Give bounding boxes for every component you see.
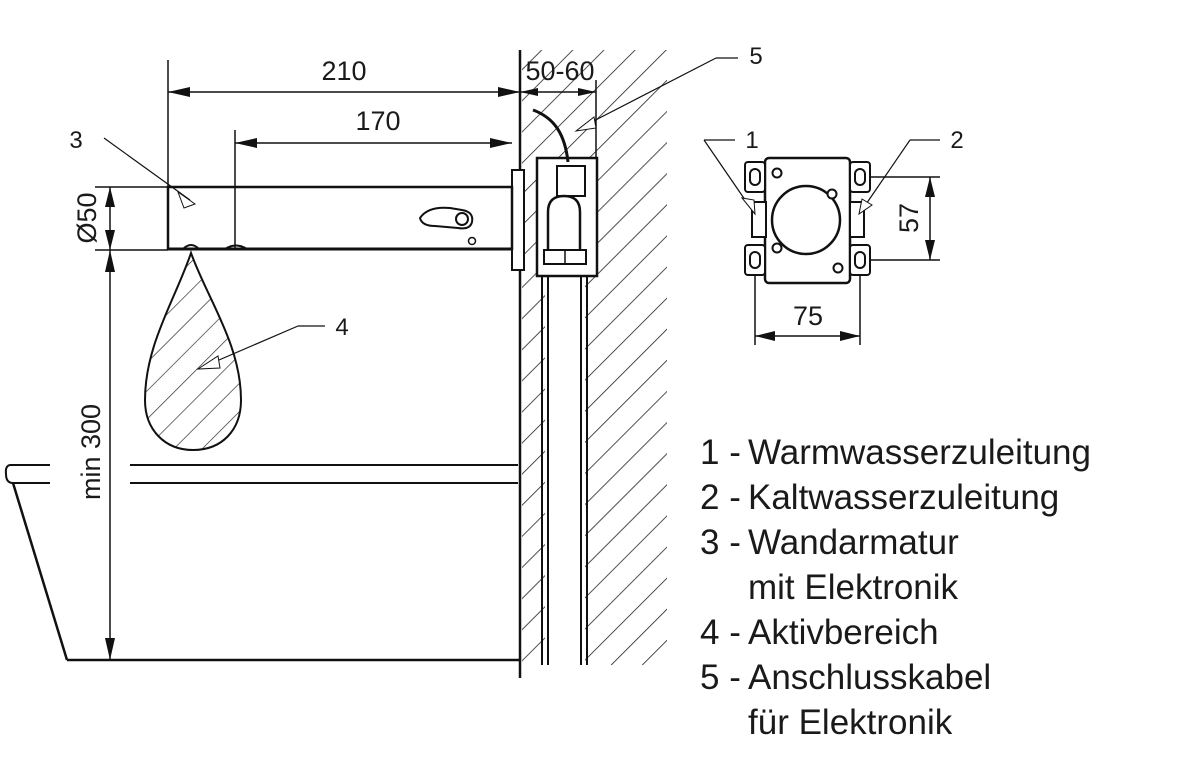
dimension-170: 170 <box>234 106 512 250</box>
dimension-57: 57 <box>870 176 940 261</box>
legend-text: Aktivbereich <box>748 613 939 652</box>
legend-number: 3 - <box>700 523 741 562</box>
legend-item-3: 3 - Wandarmatur mit Elektronik <box>700 520 1170 610</box>
dimension-170-label: 170 <box>355 106 400 136</box>
legend-number: 2 - <box>700 478 741 517</box>
wall-faucet <box>166 185 514 251</box>
callout-3-label: 3 <box>69 127 82 154</box>
callout-1-label: 1 <box>745 127 758 154</box>
mounting-box-top-view <box>744 156 871 285</box>
legend-text: mit Elektronik <box>748 568 959 607</box>
dimension-wall-gap-label: 50-60 <box>525 56 594 86</box>
callout-3: 3 <box>69 127 197 209</box>
dimension-diameter-label: Ø50 <box>72 192 102 243</box>
wall-connection-box <box>511 156 599 278</box>
callout-5-label: 5 <box>749 43 762 70</box>
legend-item-5: 5 - Anschlusskabel für Elektronik <box>700 655 1170 745</box>
wash-basin <box>4 464 520 662</box>
dimension-min-height-label: min 300 <box>76 404 106 500</box>
callout-4: 4 <box>196 314 349 370</box>
legend-text: für Elektronik <box>748 703 953 742</box>
legend-number: 1 - <box>700 433 741 472</box>
dimension-75-label: 75 <box>793 301 823 331</box>
connection-cable <box>532 108 570 163</box>
callout-4-label: 4 <box>335 314 348 341</box>
legend-text: Wandarmatur <box>748 523 959 562</box>
callout-5: 5 <box>574 43 763 132</box>
legend-number: 5 - <box>700 658 741 697</box>
legend-number: 4 - <box>700 613 741 652</box>
callout-2-label: 2 <box>950 127 963 154</box>
dimension-210-label: 210 <box>321 56 366 86</box>
dimension-min-height: min 300 <box>76 250 115 660</box>
callout-1: 1 <box>703 127 759 216</box>
dimension-wall-gap: 50-60 <box>520 56 597 158</box>
active-area <box>143 249 243 452</box>
dimension-57-label: 57 <box>894 203 924 233</box>
wall <box>518 50 667 678</box>
legend-text: Kaltwasserzuleitung <box>748 478 1060 517</box>
dimension-diameter: Ø50 <box>72 186 168 251</box>
legend-item-1: 1 - Warmwasserzuleitung <box>700 430 1170 475</box>
dimension-75: 75 <box>754 275 861 345</box>
legend-item-4: 4 - Aktivbereich <box>700 610 1170 655</box>
legend-text: Anschlusskabel <box>748 658 992 697</box>
legend-text: Warmwasserzuleitung <box>748 433 1091 472</box>
legend-item-2: 2 - Kaltwasserzuleitung <box>700 475 1170 520</box>
legend: 1 - Warmwasserzuleitung 2 - Kaltwasserzu… <box>700 430 1170 745</box>
callout-2: 2 <box>858 127 964 216</box>
dimension-210: 210 <box>167 56 520 187</box>
